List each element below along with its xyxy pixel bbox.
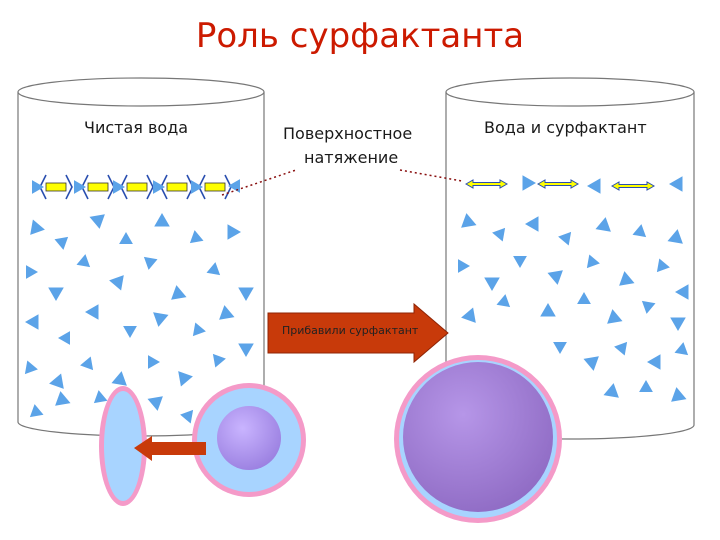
- water-molecule: [607, 309, 623, 324]
- water-molecule: [206, 262, 221, 276]
- water-molecule: [212, 353, 226, 368]
- water-molecule: [119, 232, 133, 244]
- left-cylinder-label: Чистая вода: [84, 118, 189, 137]
- water-molecule: [80, 356, 94, 371]
- water-molecule: [461, 307, 476, 323]
- water-molecule: [525, 216, 539, 232]
- water-molecule: [522, 175, 536, 191]
- pointer-line-right: [399, 169, 463, 182]
- water-molecule: [603, 383, 619, 398]
- water-molecule: [154, 213, 170, 227]
- water-molecule: [85, 304, 99, 320]
- surface-bond: [464, 179, 509, 189]
- water-molecule: [153, 312, 169, 327]
- water-molecule: [178, 371, 193, 387]
- water-molecule: [30, 219, 45, 235]
- water-molecule: [238, 343, 254, 357]
- water-molecule: [192, 322, 206, 337]
- water-molecule: [189, 230, 204, 244]
- water-molecule: [29, 404, 44, 418]
- water-molecule: [553, 342, 567, 354]
- water-molecule: [49, 373, 64, 389]
- surface-tension-label-line2: натяжение: [304, 148, 399, 167]
- water-molecule: [93, 390, 108, 404]
- water-molecules-left: [24, 213, 254, 424]
- water-molecule: [48, 287, 64, 301]
- page-title: Роль сурфактанта: [195, 16, 525, 56]
- water-molecule: [153, 180, 165, 194]
- water-molecule: [143, 256, 158, 270]
- water-molecule: [595, 217, 611, 232]
- water-molecule: [671, 387, 687, 402]
- water-molecule: [171, 285, 187, 300]
- water-molecule: [670, 317, 686, 331]
- water-molecule: [641, 300, 656, 314]
- right-cylinder: [445, 77, 695, 440]
- water-molecule: [656, 258, 670, 273]
- water-molecule: [238, 287, 254, 301]
- surface-bond: [610, 181, 656, 191]
- water-molecule: [558, 231, 572, 246]
- water-molecule: [484, 277, 500, 291]
- water-molecule: [111, 371, 127, 386]
- right-cylinder-top: [445, 77, 695, 107]
- pointer-line-left: [221, 169, 297, 196]
- water-molecule: [619, 271, 635, 286]
- water-molecule: [180, 409, 194, 424]
- water-molecule: [647, 354, 661, 370]
- water-molecule: [191, 180, 203, 194]
- water-molecule: [639, 380, 653, 392]
- water-molecule: [76, 254, 91, 268]
- alveolus-large-core: [403, 362, 553, 512]
- water-molecule: [587, 178, 601, 194]
- water-molecule: [147, 396, 163, 411]
- add-surfactant-label: Прибавили сурфактант: [282, 324, 419, 337]
- water-molecule: [669, 176, 683, 192]
- water-molecule: [58, 331, 70, 345]
- collapse-arrow: [134, 436, 206, 461]
- water-molecule: [54, 236, 69, 250]
- water-molecule: [219, 305, 235, 320]
- water-molecule: [55, 391, 71, 406]
- water-molecule: [24, 360, 38, 375]
- water-molecule: [492, 227, 506, 242]
- water-molecule: [458, 259, 470, 273]
- water-molecule: [461, 213, 477, 228]
- alveolus-collapsed: [104, 391, 142, 501]
- water-molecule: [547, 270, 563, 285]
- water-molecule: [496, 294, 511, 308]
- water-molecule: [123, 326, 137, 338]
- water-molecule: [540, 303, 556, 317]
- add-surfactant-arrow: [267, 302, 449, 364]
- water-molecule: [74, 180, 86, 194]
- water-molecule: [577, 292, 591, 304]
- water-molecule: [513, 256, 527, 268]
- water-molecule: [675, 284, 689, 300]
- water-molecule: [32, 180, 44, 194]
- water-molecule: [148, 355, 160, 369]
- water-molecule: [583, 356, 599, 371]
- water-molecule: [113, 180, 125, 194]
- water-molecule: [632, 224, 647, 238]
- surface-tension-label-line1: Поверхностное: [283, 124, 413, 143]
- right-cylinder-label: Вода и сурфактант: [484, 118, 647, 137]
- water-molecule: [586, 254, 600, 269]
- water-molecule: [89, 214, 105, 229]
- surface-bonds-weak: [464, 175, 683, 194]
- water-molecule: [109, 275, 124, 291]
- water-molecule: [667, 229, 683, 244]
- water-molecule: [674, 342, 689, 356]
- left-cylinder-top: [17, 77, 265, 107]
- water-molecule: [25, 314, 39, 330]
- water-molecule: [227, 224, 241, 240]
- alveolus-small-core: [217, 406, 281, 470]
- water-molecule: [26, 265, 38, 279]
- left-cylinder: [17, 77, 265, 437]
- water-molecules-right: [458, 213, 689, 402]
- water-molecule: [614, 341, 628, 356]
- surface-bond: [536, 179, 580, 189]
